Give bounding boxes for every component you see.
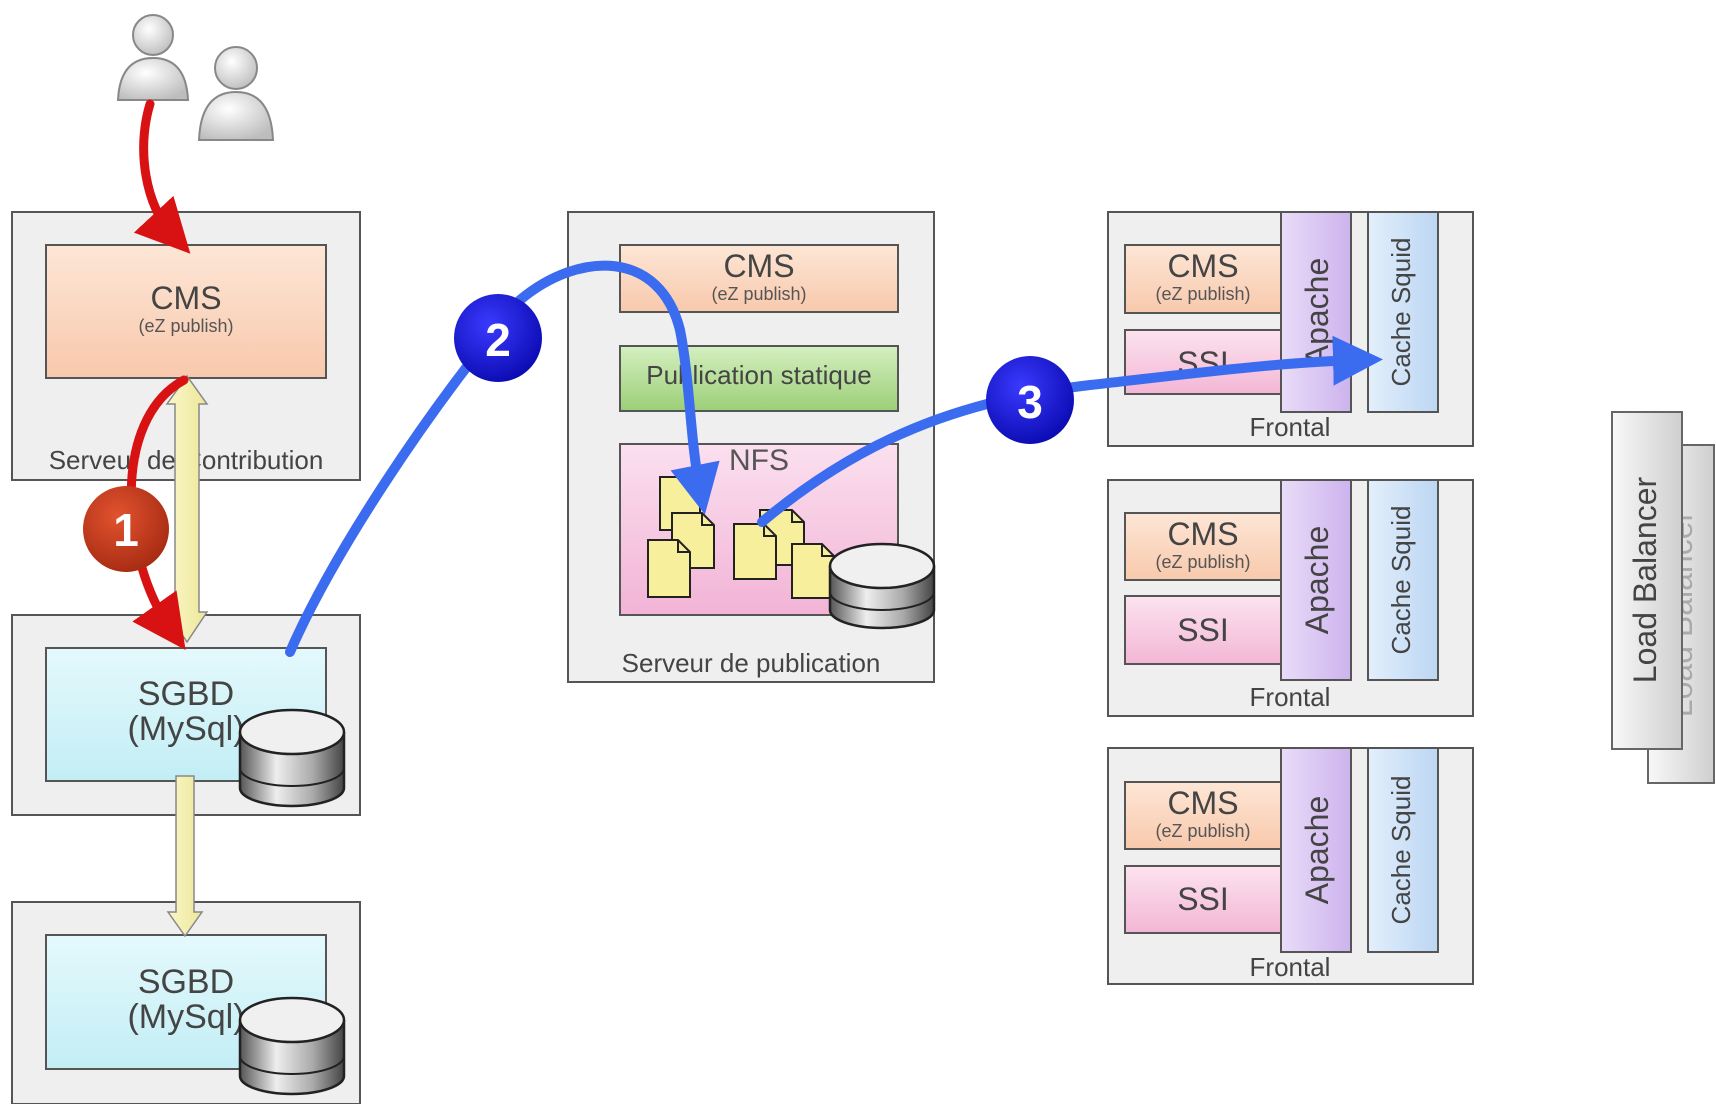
cms-box: CMS (eZ publish) (45, 244, 327, 379)
cms-subtitle: (eZ publish) (138, 316, 233, 336)
database-icon (238, 996, 346, 1096)
database-icon (828, 542, 936, 630)
frontal-label: Frontal (1250, 412, 1331, 442)
file-icon (791, 543, 835, 599)
apache-label: Apache (1299, 258, 1335, 367)
file-icon (647, 539, 691, 598)
cms-title: CMS (1167, 248, 1238, 284)
cms-title: CMS (150, 280, 221, 316)
publication-server-label: Serveur de publication (622, 648, 881, 678)
ssi-label: SSI (1177, 881, 1229, 917)
db-to-nfs-arrow (285, 260, 720, 657)
db-subtitle: (MySql) (127, 710, 244, 748)
cache-label: Cache Squid (1386, 776, 1416, 925)
frontal-label: Frontal (1250, 682, 1331, 712)
step-3-label: 3 (1017, 376, 1043, 428)
nfs-label: NFS (729, 444, 789, 477)
nfs-to-cache-arrow (757, 335, 1383, 527)
ssi-label: SSI (1177, 612, 1229, 648)
frontal-server-1: CMS (eZ publish) SSI Apache Cache Squid … (1107, 211, 1474, 447)
frontal-server-2: CMS (eZ publish) SSI Apache Cache Squid … (1107, 479, 1474, 717)
cache-label: Cache Squid (1386, 506, 1416, 655)
db-title: SGBD (138, 675, 234, 713)
cms-subtitle: (eZ publish) (1155, 552, 1250, 572)
cms-title: CMS (1167, 785, 1238, 821)
static-publication-box: Publication statique (619, 345, 899, 412)
step-2-badge: 2 (454, 294, 542, 382)
load-balancer-front: Load Balancer (1611, 411, 1683, 750)
apache-label: Apache (1299, 796, 1335, 905)
step-2-label: 2 (485, 314, 511, 366)
step-1-badge: 1 (83, 486, 169, 572)
user-to-cms-arrow (133, 99, 191, 254)
cms-subtitle: (eZ publish) (1155, 821, 1250, 841)
cms-subtitle: (eZ publish) (1155, 284, 1250, 304)
cms-subtitle: (eZ publish) (711, 284, 806, 304)
step-3-badge: 3 (986, 356, 1074, 444)
frontal-server-3: CMS (eZ publish) SSI Apache Cache Squid … (1107, 747, 1474, 985)
load-balancer-label: Load Balancer (1627, 476, 1663, 683)
static-publication-label: Publication statique (646, 360, 871, 390)
frontal-label: Frontal (1250, 952, 1331, 982)
users-icon (116, 14, 275, 141)
step-1-label: 1 (113, 504, 139, 556)
database-icon (238, 708, 346, 808)
cms-title: CMS (723, 248, 794, 284)
publication-server: CMS (eZ publish) Publication statique NF… (567, 211, 936, 683)
cms-box: CMS (eZ publish) (619, 244, 899, 313)
file-icon (733, 523, 777, 580)
cache-label: Cache Squid (1386, 238, 1416, 387)
db-subtitle: (MySql) (127, 998, 244, 1036)
db-title: SGBD (138, 963, 234, 1001)
user-icon (116, 14, 190, 101)
replication-arrow (166, 775, 204, 938)
user-icon (197, 46, 275, 141)
cms-title: CMS (1167, 516, 1238, 552)
contribution-server: CMS (eZ publish) Serveur de Contribution (11, 211, 361, 481)
apache-label: Apache (1299, 526, 1335, 635)
sync-arrow (165, 374, 209, 644)
